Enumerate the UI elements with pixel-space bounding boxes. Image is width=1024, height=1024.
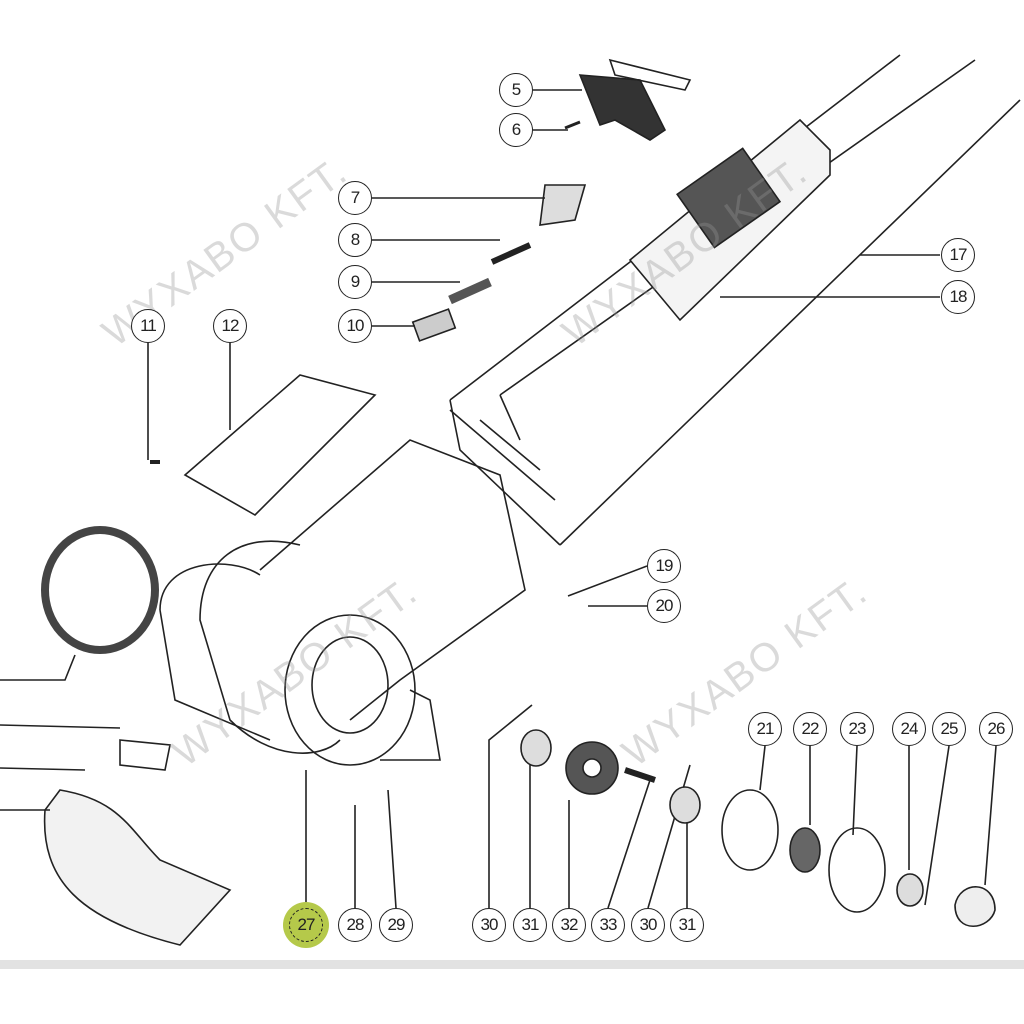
callout-30[interactable]: 30 bbox=[472, 908, 506, 942]
cover-plate-12 bbox=[183, 374, 377, 516]
leader-lines bbox=[0, 89, 997, 909]
callout-6[interactable]: 6 bbox=[499, 113, 533, 147]
callout-30-second[interactable]: 30 bbox=[631, 908, 665, 942]
callout-26[interactable]: 26 bbox=[979, 712, 1013, 746]
callout-17[interactable]: 17 bbox=[941, 238, 975, 272]
callout-21[interactable]: 21 bbox=[748, 712, 782, 746]
band-ring bbox=[41, 526, 159, 654]
plate-part-5 bbox=[578, 74, 667, 141]
callout-7[interactable]: 7 bbox=[338, 181, 372, 215]
callout-12[interactable]: 12 bbox=[213, 309, 247, 343]
cap-26 bbox=[954, 886, 996, 928]
callout-28[interactable]: 28 bbox=[338, 908, 372, 942]
callout-22[interactable]: 22 bbox=[793, 712, 827, 746]
pin-8 bbox=[490, 242, 532, 265]
block-10 bbox=[411, 308, 457, 342]
bracket-top bbox=[608, 58, 692, 91]
bracket-7 bbox=[539, 184, 587, 226]
callout-31-second[interactable]: 31 bbox=[670, 908, 704, 942]
callout-27-highlighted[interactable]: 27 bbox=[289, 908, 323, 942]
callout-9[interactable]: 9 bbox=[338, 265, 372, 299]
callout-8[interactable]: 8 bbox=[338, 223, 372, 257]
callout-18[interactable]: 18 bbox=[941, 280, 975, 314]
callout-31[interactable]: 31 bbox=[513, 908, 547, 942]
callout-32[interactable]: 32 bbox=[552, 908, 586, 942]
callout-33[interactable]: 33 bbox=[591, 908, 625, 942]
callout-24[interactable]: 24 bbox=[892, 712, 926, 746]
callout-23[interactable]: 23 bbox=[840, 712, 874, 746]
callout-5[interactable]: 5 bbox=[499, 73, 533, 107]
screw-6 bbox=[564, 120, 581, 130]
guard-shoe bbox=[43, 789, 232, 946]
callout-11[interactable]: 11 bbox=[131, 309, 165, 343]
bottom-divider bbox=[0, 960, 1024, 969]
callout-20[interactable]: 20 bbox=[647, 589, 681, 623]
housing bbox=[259, 439, 526, 721]
callout-29[interactable]: 29 bbox=[379, 908, 413, 942]
callout-19[interactable]: 19 bbox=[647, 549, 681, 583]
conveyor-tube bbox=[449, 54, 1021, 546]
callout-25[interactable]: 25 bbox=[932, 712, 966, 746]
callout-10[interactable]: 10 bbox=[338, 309, 372, 343]
link-9 bbox=[448, 277, 492, 305]
